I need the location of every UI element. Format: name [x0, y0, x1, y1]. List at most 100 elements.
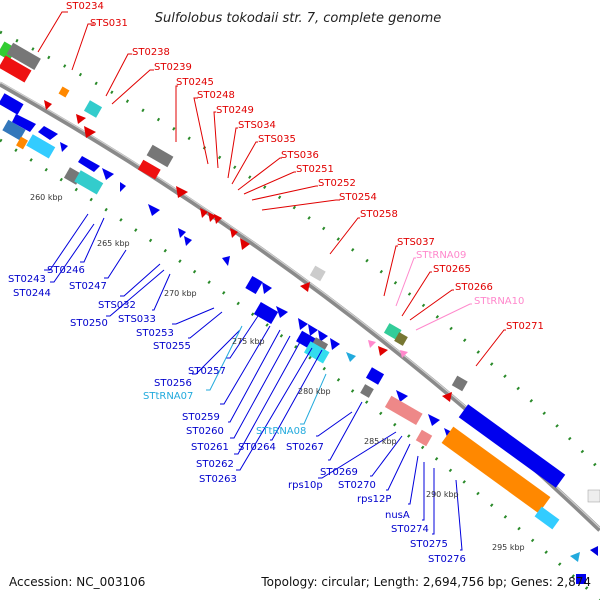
gene-block	[309, 265, 326, 282]
reverse-gene-labels: ST0243 ST0244 ST0246 ST0247 STS032 ST025…	[8, 265, 466, 565]
gene-label: ST0247	[69, 281, 107, 292]
gene-label: ST0252	[318, 178, 356, 189]
gene-block	[303, 341, 330, 364]
gene-block	[26, 134, 56, 159]
gene-block	[383, 323, 402, 340]
gene-block	[6, 42, 41, 71]
gene-label: ST0259	[182, 412, 220, 423]
gene-label: ST0239	[154, 62, 192, 73]
map-title: Sulfolobus tokodaii str. 7, complete gen…	[155, 11, 441, 26]
gene-label: rps12P	[357, 494, 391, 505]
gene-label: ST0262	[196, 459, 234, 470]
gene-arrow	[222, 256, 230, 266]
gene-label: ST0267	[286, 442, 324, 453]
gene-label: ST0261	[191, 442, 229, 453]
gene-arrow	[240, 238, 250, 250]
gene-arrow	[184, 236, 192, 246]
gene-arrow	[308, 324, 318, 336]
gene-label: ST0251	[296, 164, 334, 175]
tick-label: 290 kbp	[426, 490, 459, 499]
gene-block	[441, 426, 551, 514]
tick-label: 270 kbp	[164, 289, 197, 298]
gene-arrow	[200, 208, 208, 218]
gene-block	[74, 170, 104, 195]
trna-arrow	[368, 340, 376, 348]
gene-label: ST0258	[360, 209, 398, 220]
gene-block	[146, 144, 174, 168]
gene-label: ST0254	[339, 192, 377, 203]
reverse-features	[0, 93, 586, 584]
gene-label: STS036	[281, 150, 319, 161]
gene-block	[365, 367, 385, 385]
trna-forward-leaders	[395, 257, 472, 331]
gene-block	[137, 159, 161, 180]
gene-label: rps10p	[288, 480, 323, 491]
gene-arrow	[378, 346, 388, 356]
topology-text: Topology: circular; Length: 2,694,756 bp…	[260, 575, 591, 589]
gene-block	[16, 136, 28, 150]
gene-block	[0, 93, 24, 115]
gene-arrow	[230, 228, 238, 238]
gene-arrow	[178, 228, 186, 238]
gene-label: STtRNA09	[416, 250, 466, 261]
gene-arrow	[214, 214, 222, 224]
tick-label: 295 kbp	[492, 543, 525, 552]
gene-arrow	[590, 546, 598, 556]
tick-label: 265 kbp	[97, 239, 130, 248]
gene-arrow	[276, 306, 288, 318]
gene-arrow	[208, 212, 216, 222]
inner-tick-track	[0, 138, 600, 600]
gene-label: ST0243	[8, 274, 46, 285]
gene-label: ST0260	[186, 426, 224, 437]
gene-arrow	[148, 204, 160, 216]
gene-label: STS037	[397, 237, 435, 248]
gene-block	[451, 375, 468, 392]
gene-label: ST0256	[154, 378, 192, 389]
gene-label: ST0244	[13, 288, 51, 299]
gene-block	[2, 119, 26, 141]
gene-label: STtRNA07	[143, 391, 193, 402]
gene-arrow	[300, 282, 310, 292]
gene-label: STS032	[98, 300, 136, 311]
gene-block	[83, 100, 103, 118]
gene-label: ST0265	[433, 264, 471, 275]
forward-gene-labels: ST0234 STS031 ST0238 ST0239 ST0245 ST024…	[66, 1, 544, 332]
gene-arrow	[262, 282, 272, 294]
gene-label: ST0257	[188, 366, 226, 377]
gene-block	[253, 301, 279, 325]
gene-block	[58, 86, 70, 98]
gene-label: ST0264	[238, 442, 276, 453]
gene-block	[458, 404, 566, 488]
forward-leaders	[37, 11, 506, 367]
gene-label: ST0238	[132, 47, 170, 58]
forward-features	[0, 41, 600, 556]
gene-label: STtRNA10	[474, 296, 524, 307]
accession-text: Accession: NC_003106	[9, 575, 145, 589]
gene-label: STtRNA08	[256, 426, 306, 437]
gene-block	[394, 332, 408, 346]
reverse-leaders	[44, 213, 463, 551]
gene-arrow	[330, 338, 340, 350]
gene-arrow	[102, 168, 114, 180]
gene-block	[587, 489, 600, 503]
gene-arrow	[428, 414, 440, 426]
gene-block	[576, 574, 586, 584]
gene-label: ST0274	[391, 524, 429, 535]
gene-label: ST0275	[410, 539, 448, 550]
gene-arrow	[84, 126, 96, 138]
gene-label: ST0269	[320, 467, 358, 478]
gene-arrow	[176, 186, 188, 198]
tick-label: 260 kbp	[30, 193, 63, 202]
gene-label: ST0271	[506, 321, 544, 332]
tick-label: 275 kbp	[232, 337, 265, 346]
gene-label: STS034	[238, 120, 276, 131]
gene-label: ST0266	[455, 282, 493, 293]
gene-label: ST0263	[199, 474, 237, 485]
gene-label: ST0246	[47, 265, 85, 276]
gene-label: ST0245	[176, 77, 214, 88]
gene-label: STS035	[258, 134, 296, 145]
gene-arrow	[570, 552, 580, 562]
gene-arrow	[78, 156, 100, 172]
gene-arrow	[442, 392, 452, 402]
